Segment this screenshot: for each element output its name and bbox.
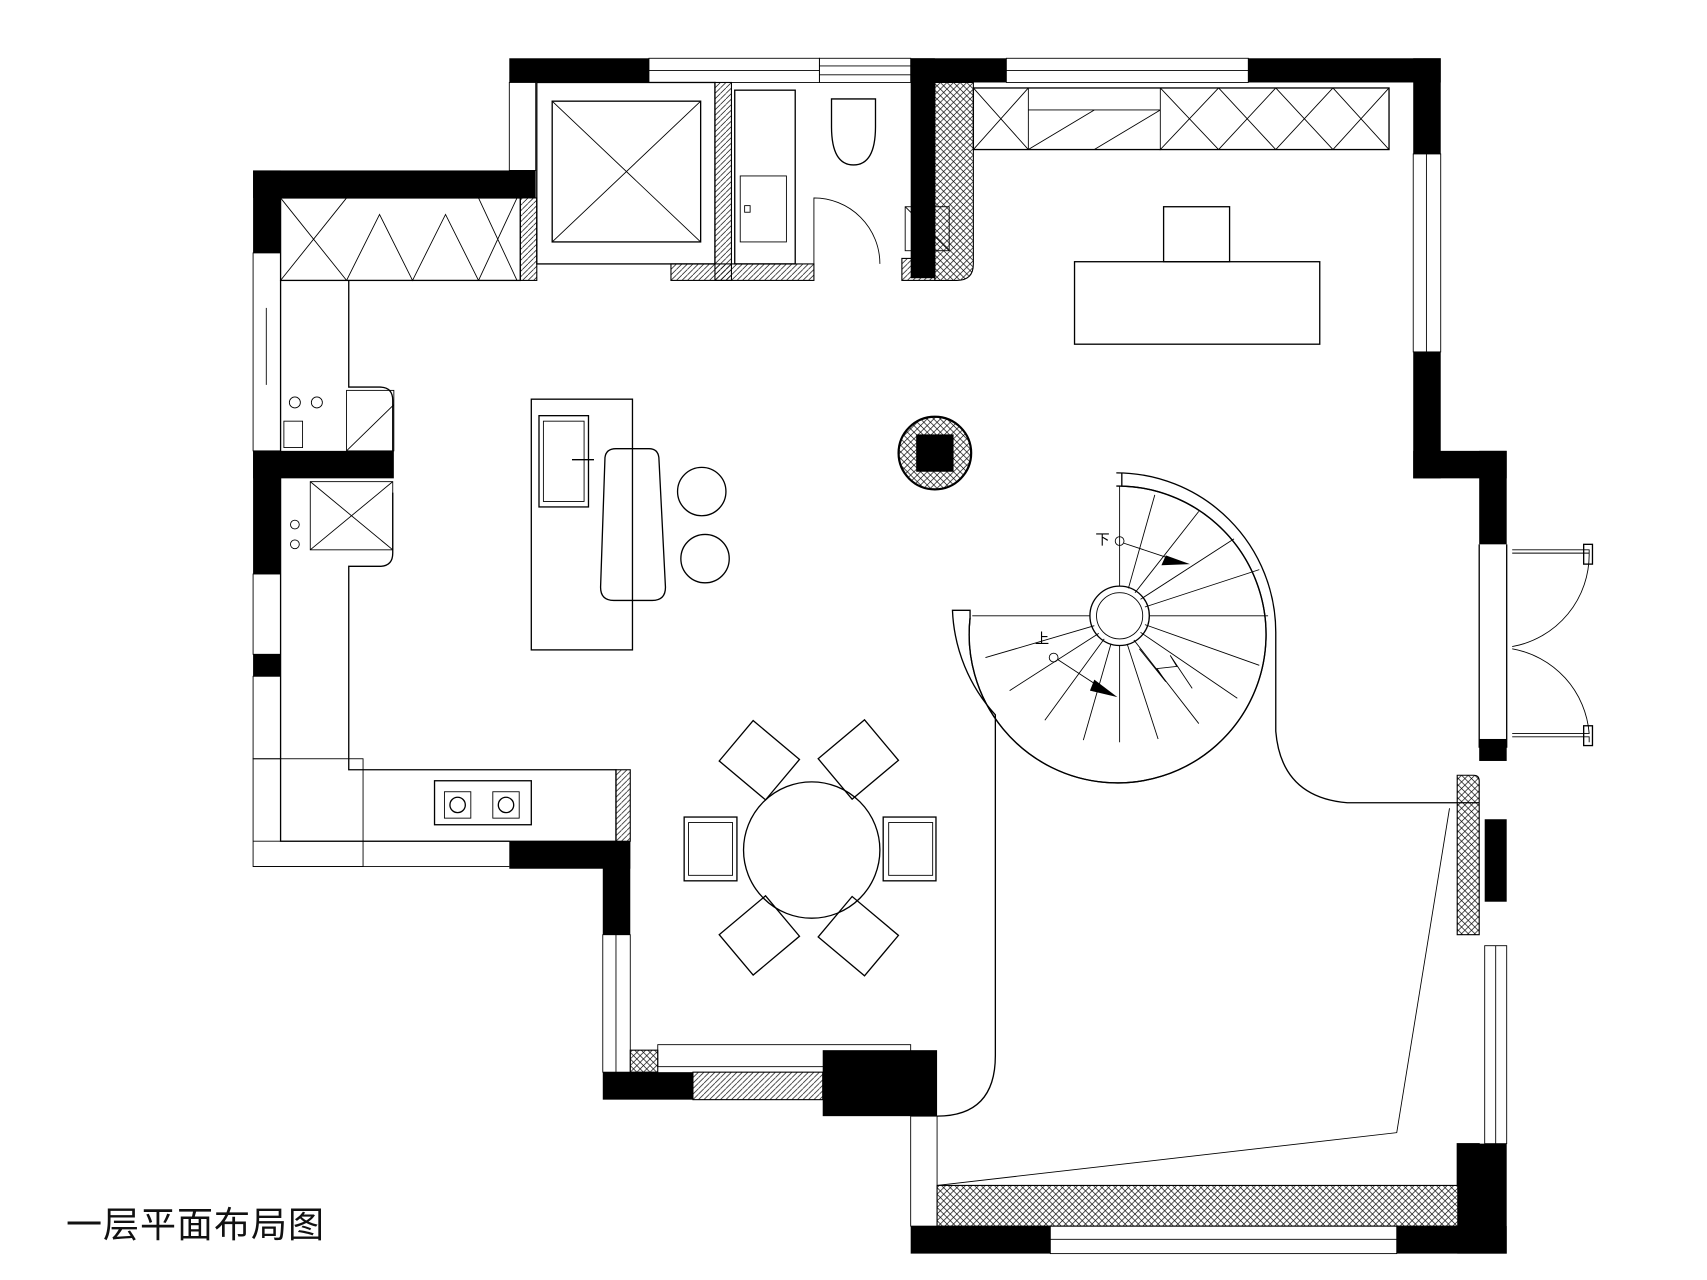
hatched-walls <box>519 81 1480 1227</box>
elevator-shaft <box>536 81 716 265</box>
desk <box>1073 206 1321 345</box>
bar-stool <box>680 533 730 584</box>
spiral-staircase: 下 上 <box>937 472 1480 1117</box>
kitchen-island <box>530 398 730 651</box>
stair-down-label: 下 <box>1095 532 1109 548</box>
top-storage-cabinets <box>904 87 1390 252</box>
entrance-double-door <box>1478 543 1594 748</box>
walls <box>253 58 1507 1254</box>
kitchen-cabinets <box>279 197 617 842</box>
stair-up-label: 上 <box>1035 630 1049 647</box>
column <box>897 415 973 491</box>
glass-partition <box>937 808 1450 1186</box>
plan-title: 一层平面布局图 <box>66 1205 326 1246</box>
dining-set <box>683 718 937 977</box>
cooktop <box>433 780 532 826</box>
bar-stool <box>676 466 727 517</box>
bathroom <box>734 89 881 265</box>
